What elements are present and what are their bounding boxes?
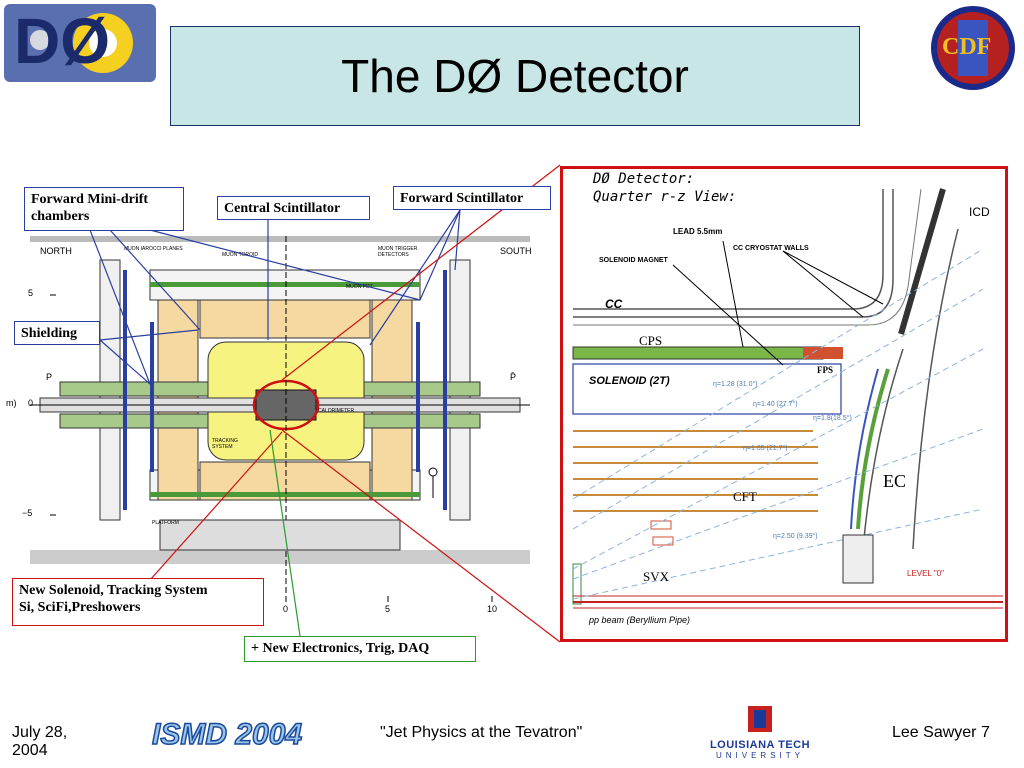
rz-eta-3: η=1.8(18.5°) xyxy=(813,415,852,422)
callout-fwd-mini-drift: Forward Mini-drift chambers xyxy=(24,187,184,231)
rz-eta-5: η=2.50 (9.39°) xyxy=(773,533,818,540)
rz-title-2: Quarter r-z View: xyxy=(593,189,737,205)
callout-central-scint-text: Central Scintillator xyxy=(224,201,341,216)
label-muon-trigger: MUON TRIGGER DETECTORS xyxy=(378,246,418,258)
rz-title-1: DØ Detector: xyxy=(593,171,695,187)
rz-svx: SVX xyxy=(643,569,670,584)
callout-central-scint: Central Scintillator xyxy=(217,196,370,220)
y-tick-0: 0 xyxy=(28,398,34,408)
latech-sub: UNIVERSITY xyxy=(715,751,804,760)
rz-fps: FPS xyxy=(817,365,834,375)
footer-date-line2: 2004 xyxy=(12,742,48,759)
x-tick-0: 0 xyxy=(283,604,289,614)
rz-icd: ICD xyxy=(969,205,990,219)
label-south: SOUTH xyxy=(500,246,532,256)
callout-shielding-text: Shielding xyxy=(21,326,78,341)
cdf-logo: CDF xyxy=(928,2,1018,94)
label-muon-toroid: MUON TOROID xyxy=(222,252,258,258)
latech-name: LOUISIANA TECH xyxy=(709,739,811,751)
rz-solenoid: SOLENOID (2T) xyxy=(589,375,670,387)
d0-logo: DØ xyxy=(0,0,160,86)
rz-cryostat: CC CRYOSTAT WALLS xyxy=(733,245,809,252)
rz-lead: LEAD 5.5mm xyxy=(673,227,723,236)
label-tracking: TRACKING SYSTEM xyxy=(212,438,238,450)
callout-new-solenoid-line1: New Solenoid, Tracking System xyxy=(19,583,208,598)
rz-cc: CC xyxy=(605,297,623,311)
rz-cps: CPS xyxy=(639,333,663,348)
y-axis-prefix: m) xyxy=(6,398,17,408)
label-muon-pdt: MUON PDT xyxy=(346,284,373,290)
detector-side-view: NORTH SOUTH 5 m) 0 −5 0 5 10 P P̄ MUON I… xyxy=(0,230,540,630)
rz-eta-1: η=1.28 (31.0°) xyxy=(713,381,758,388)
rz-cft: CFT xyxy=(733,489,757,504)
callout-new-solenoid-line2: Si, SciFi,Preshowers xyxy=(19,600,141,615)
callout-fwd-scint-text: Forward Scintillator xyxy=(400,191,524,206)
callout-fwd-mini-drift-text: Forward Mini-drift chambers xyxy=(31,192,149,224)
footer-date: July 28, 2004 xyxy=(12,724,67,760)
rz-eta-4: η=1.65 (21.7°) xyxy=(743,445,788,452)
ismd-logo: ISMD 2004 xyxy=(151,717,332,762)
rz-solenoid-magnet: SOLENOID MAGNET xyxy=(599,257,668,264)
x-tick-10: 10 xyxy=(487,604,498,614)
callout-fwd-scint: Forward Scintillator xyxy=(393,186,551,210)
rz-level0: LEVEL "0" xyxy=(907,569,944,578)
rz-eta-2: η=1.40 (27.7°) xyxy=(753,401,798,408)
label-pbar: P̄ xyxy=(510,372,517,382)
y-tick-5: 5 xyxy=(28,288,34,298)
callout-new-solenoid: New Solenoid, Tracking System Si, SciFi,… xyxy=(12,578,264,626)
ismd-logo-text: ISMD 2004 xyxy=(151,717,303,752)
label-muon-iarocci: MUON IAROCCI PLANES xyxy=(124,246,183,252)
label-calorimeter: CALORIMETER xyxy=(318,408,355,414)
x-tick-5: 5 xyxy=(385,604,391,614)
label-north: NORTH xyxy=(40,246,72,256)
label-p: P xyxy=(46,372,53,382)
footer-talk: "Jet Physics at the Tevatron" xyxy=(380,724,583,741)
callout-electronics-text: + New Electronics, Trig, DAQ xyxy=(251,641,430,656)
footer-author: Lee Sawyer 7 xyxy=(892,724,990,741)
rz-beam: pp beam (Beryllium Pipe) xyxy=(589,615,691,625)
label-platform: PLATFORM xyxy=(152,520,179,526)
latech-logo: LOUISIANA TECH UNIVERSITY xyxy=(700,704,820,766)
callout-shielding: Shielding xyxy=(14,321,100,345)
quarter-rz-view: DØ Detector: Quarter r-z View: ICD LEAD … xyxy=(560,166,1008,642)
d0-logo-text: DØ xyxy=(14,5,110,77)
rz-ec: EC xyxy=(883,471,907,491)
callout-electronics: + New Electronics, Trig, DAQ xyxy=(244,636,476,662)
title-box: The DØ Detector xyxy=(170,26,860,126)
page-title: The DØ Detector xyxy=(341,50,689,102)
latech-emblem-icon xyxy=(748,706,772,732)
y-tick-neg5: −5 xyxy=(22,508,33,518)
footer-date-line1: July 28, xyxy=(12,724,68,741)
cdf-logo-text: CDF xyxy=(942,34,992,60)
